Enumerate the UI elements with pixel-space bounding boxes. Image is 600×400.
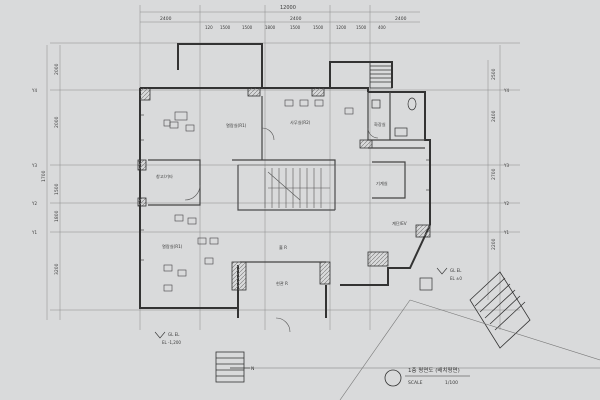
dim-right: 2700 — [491, 168, 497, 180]
room-label-lobby: 현관 R — [276, 280, 288, 286]
grid-row-label: Y1 — [503, 230, 509, 235]
dim-left: 2000 — [54, 116, 60, 128]
site-lines — [250, 299, 600, 400]
dim-right: 2500 — [491, 68, 497, 80]
level-marker-left: GL EL EL -1,200 — [154, 331, 181, 345]
dim-left: 3200 — [54, 263, 60, 275]
room-label-storage: 창고/기타 — [156, 173, 173, 180]
furniture — [163, 99, 354, 292]
dim-top-sub: 1500 — [220, 25, 231, 30]
room-label-ev: 계단/EV — [392, 220, 407, 227]
column-detail-box — [419, 277, 433, 291]
grid-row-label: Y2 — [503, 201, 509, 206]
scale-label: SCALE — [408, 380, 423, 386]
grid-row-label: Y3 — [503, 163, 509, 168]
room-label-reading: 열람실(R1) — [162, 243, 183, 249]
dim-right-column: 2500 2400 2700 2200 — [491, 68, 497, 250]
dim-top-seg-1: 2400 — [160, 16, 172, 22]
dim-top-seg-2: 2400 — [290, 16, 302, 22]
dim-right: 2400 — [491, 110, 497, 122]
grid-row-label: Y2 — [31, 201, 37, 206]
dim-top-sub: 400 — [378, 25, 386, 30]
exterior-stair — [469, 271, 531, 349]
grid-row-labels: Y4 Y3 Y2 Y1 Y4 Y3 Y2 Y1 — [31, 88, 509, 235]
door-swings — [184, 127, 379, 333]
dim-top-seg-3: 2400 — [395, 16, 407, 22]
title-block: 1층 평면도 (배치평면) SCALE 1/100 — [384, 366, 470, 387]
north-label: N — [251, 366, 254, 372]
title-circle-icon — [384, 369, 402, 387]
dim-top-sub: 1500 — [356, 25, 367, 30]
windows — [140, 114, 430, 309]
interior-stair — [237, 164, 336, 211]
dim-top-sub-row: 120 1500 1500 1800 1500 1500 1200 1500 4… — [205, 25, 386, 30]
dim-left: 2000 — [54, 63, 60, 75]
room-labels: 열람실(R1) 사무실(R2) 창고/기타 열람실(R1) 홀 R 현관 R 화… — [156, 119, 407, 286]
grid-row-label: Y1 — [31, 230, 37, 235]
level-value: EL -1,200 — [162, 340, 181, 345]
dim-top-overall: 12000 — [280, 5, 296, 11]
grid-row-label: Y4 — [31, 88, 37, 93]
level-label: GL EL — [450, 268, 462, 273]
dim-left: 1800 — [54, 210, 60, 222]
room-label-hall: 홀 R — [279, 244, 287, 251]
wc-fixtures — [371, 97, 417, 137]
dim-top-sub: 1500 — [313, 25, 324, 30]
room-label-dining: 열람실(R1) — [226, 122, 247, 128]
dim-left: 1500 — [54, 183, 60, 195]
north-arrow: N — [230, 366, 254, 372]
dim-right: 2200 — [491, 238, 497, 250]
dim-top-sub: 1500 — [290, 25, 301, 30]
dim-left: 1700 — [41, 170, 47, 182]
room-label-wc: 화장실 — [374, 121, 386, 128]
level-value: EL ±0 — [450, 276, 462, 281]
drawing-title: 1층 평면도 (배치평면) — [408, 366, 460, 374]
level-label: GL EL — [168, 332, 180, 337]
level-marker-right: GL EL EL ±0 — [436, 267, 462, 281]
dim-top-sub: 120 — [205, 25, 213, 30]
entry-steps — [215, 351, 245, 383]
grid-row-label: Y3 — [31, 163, 37, 168]
room-label-machine: 기계실 — [376, 180, 388, 187]
dim-top-sub: 1800 — [265, 25, 276, 30]
dim-top-sub: 1200 — [336, 25, 347, 30]
dim-top-sub: 1500 — [242, 25, 253, 30]
room-label-office: 사무실(R2) — [290, 119, 311, 126]
rear-stair — [369, 61, 393, 89]
scale-value: 1/100 — [445, 380, 458, 386]
dim-left-column: 2000 2000 1700 1500 1800 3200 — [41, 63, 60, 275]
grid-row-label: Y4 — [503, 88, 509, 93]
